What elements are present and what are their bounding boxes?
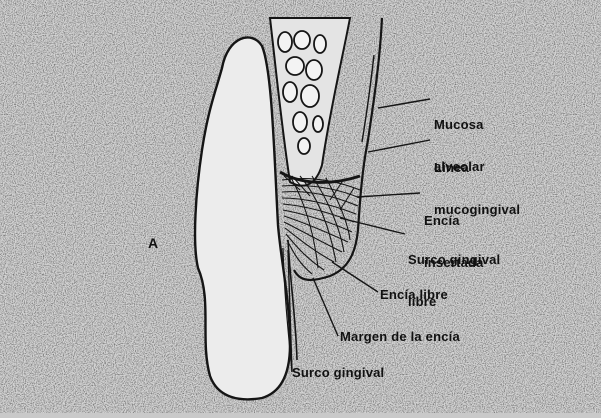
label-linea-mucogingival-line1: Línea: [434, 161, 520, 175]
panel-letter: A: [148, 236, 158, 250]
label-surco-gingival-libre: Surco gingival libre: [408, 225, 500, 337]
label-encia-libre: Encía libre: [380, 288, 448, 302]
label-mucosa-alveolar-line1: Mucosa: [434, 118, 485, 132]
label-margen-encia: Margen de la encía: [340, 330, 460, 344]
label-surco-gingival: Surco gingival: [292, 366, 384, 380]
label-surco-gingival-libre-line1: Surco gingival: [408, 253, 500, 267]
